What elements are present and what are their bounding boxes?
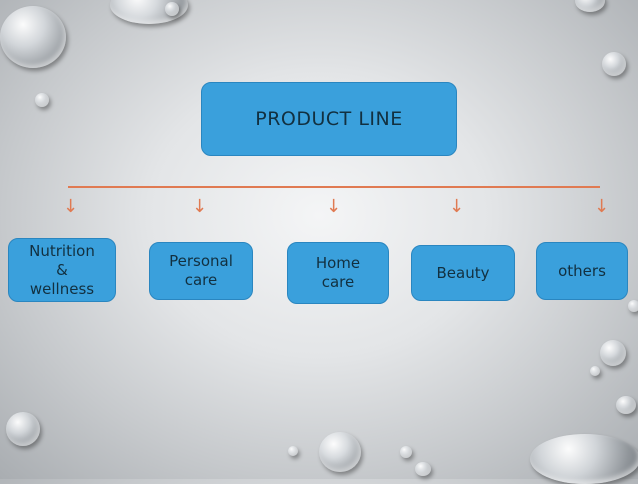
arrow-down-icon: ↓ <box>63 196 79 217</box>
arrow-down-icon: ↓ <box>449 196 465 217</box>
water-drop-decoration <box>628 300 638 312</box>
category-box-home-care: Home care <box>287 242 389 304</box>
connector-line <box>68 186 600 188</box>
category-label: Beauty <box>436 263 490 282</box>
water-drop-decoration <box>35 93 49 107</box>
water-drop-decoration <box>530 434 638 484</box>
category-label: Home care <box>315 254 361 291</box>
category-label: Nutrition & wellness <box>29 241 95 298</box>
water-drop-decoration <box>6 412 40 446</box>
arrow-down-icon: ↓ <box>192 196 208 217</box>
category-box-others: others <box>536 242 628 300</box>
water-drop-decoration <box>616 396 636 414</box>
arrow-down-icon: ↓ <box>326 196 342 217</box>
water-drop-decoration <box>165 2 179 16</box>
water-drop-decoration <box>0 6 66 68</box>
water-drop-decoration <box>575 0 605 12</box>
category-box-personal-care: Personal care <box>149 242 253 300</box>
water-drop-decoration <box>602 52 626 76</box>
category-box-beauty: Beauty <box>411 245 515 301</box>
water-drop-decoration <box>400 446 412 458</box>
product-line-box: PRODUCT LINE <box>201 82 457 156</box>
water-drop-decoration <box>288 446 298 456</box>
product-line-label: PRODUCT LINE <box>255 107 403 130</box>
water-drop-decoration <box>600 340 626 366</box>
water-drop-decoration <box>590 366 600 376</box>
category-label: others <box>558 261 606 280</box>
water-drop-decoration <box>415 462 431 476</box>
arrow-down-icon: ↓ <box>594 196 610 217</box>
category-label: Personal care <box>169 252 233 289</box>
water-drop-decoration <box>319 432 361 472</box>
category-box-nutrition-wellness: Nutrition & wellness <box>8 238 116 302</box>
